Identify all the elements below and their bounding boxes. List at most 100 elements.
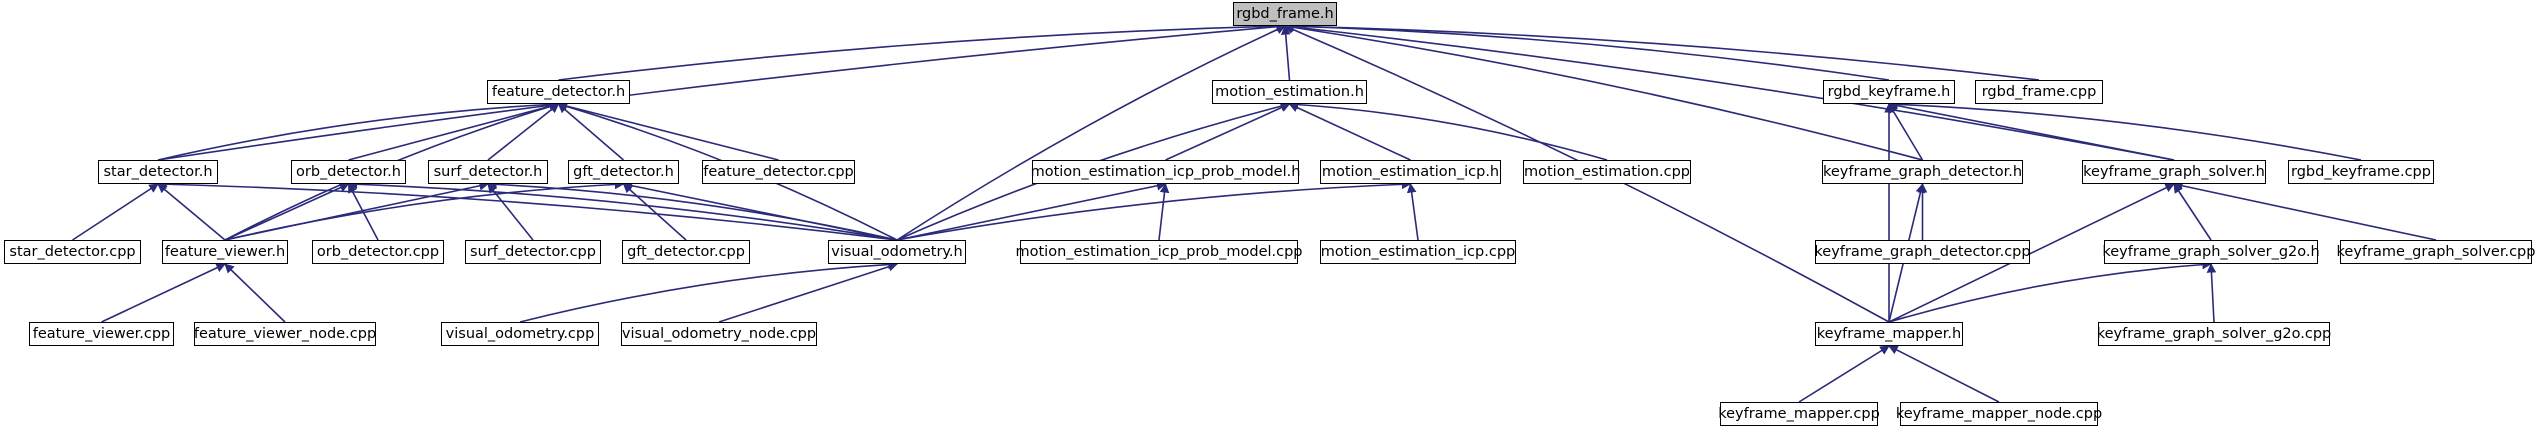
graph-edge: [2173, 183, 2212, 241]
graph-edge: [1280, 25, 1291, 81]
graph-edge: [557, 103, 625, 161]
graph-node-feature-viewer-cpp[interactable]: feature_viewer.cpp: [29, 322, 174, 346]
graph-edge: [72, 183, 159, 241]
graph-node-label: motion_estimation_icp.cpp: [1320, 243, 1516, 260]
graph-edge: [1165, 103, 1291, 161]
graph-node-label: surf_detector.h: [433, 163, 543, 180]
graph-edge: [101, 263, 226, 323]
graph-edge: [487, 183, 534, 241]
graph-edge: [1798, 345, 1890, 403]
graph-node-label: gft_detector.h: [573, 163, 674, 180]
graph-node-keyframe-graph-solver-g2o-cpp[interactable]: keyframe_graph_solver_g2o.cpp: [2096, 322, 2332, 346]
graph-node-orb-detector-cpp[interactable]: orb_detector.cpp: [312, 240, 444, 264]
graph-node-rgbd-keyframe-cpp[interactable]: rgbd_keyframe.cpp: [2288, 160, 2434, 184]
graph-node-keyframe-mapper-h[interactable]: keyframe_mapper.h: [1815, 322, 1963, 346]
graph-node-label: motion_estimation.cpp: [1524, 163, 1690, 180]
graph-node-keyframe-mapper-node-cpp[interactable]: keyframe_mapper_node.cpp: [1896, 402, 2102, 426]
graph-node-label: rgbd_frame.cpp: [1981, 83, 2097, 100]
graph-edge: [2173, 181, 2437, 241]
graph-node-feature-viewer-h[interactable]: feature_viewer.h: [162, 240, 288, 264]
graph-edge: [224, 263, 286, 323]
graph-edge: [896, 181, 1167, 241]
graph-edge: [347, 179, 898, 241]
graph-node-gft-detector-h[interactable]: gft_detector.h: [568, 160, 679, 184]
graph-node-rgbd-frame-h[interactable]: rgbd_frame.h: [1233, 2, 1337, 26]
graph-node-label: keyframe_graph_solver_g2o.cpp: [2096, 325, 2332, 342]
graph-node-star-detector-h[interactable]: star_detector.h: [98, 160, 218, 184]
graph-edge: [622, 183, 687, 241]
graph-node-visual-odometry-h[interactable]: visual_odometry.h: [828, 240, 966, 264]
graph-edge: [157, 21, 1286, 161]
graph-node-label: keyframe_mapper_node.cpp: [1895, 405, 2103, 422]
graph-edge: [224, 179, 625, 241]
graph-node-label: visual_odometry_node.cpp: [621, 325, 817, 342]
graph-node-label: orb_detector.h: [296, 163, 401, 180]
graph-node-label: keyframe_graph_detector.h: [1823, 163, 2023, 180]
graph-node-label: star_detector.cpp: [9, 243, 136, 260]
graph-node-visual-odometry-cpp[interactable]: visual_odometry.cpp: [441, 322, 599, 346]
graph-node-motion-estimation-icp-h[interactable]: motion_estimation_icp.h: [1320, 160, 1501, 184]
graph-node-label: visual_odometry.h: [831, 243, 963, 260]
graph-edge: [2206, 263, 2217, 323]
graph-node-label: star_detector.h: [103, 163, 213, 180]
graph-node-surf-detector-cpp[interactable]: surf_detector.cpp: [465, 240, 601, 264]
graph-node-motion-estimation-icp-cpp[interactable]: motion_estimation_icp.cpp: [1320, 240, 1516, 264]
graph-node-label: orb_detector.cpp: [316, 243, 440, 260]
graph-edge: [1888, 103, 1924, 161]
graph-edge: [224, 181, 489, 241]
graph-edge: [224, 183, 350, 241]
graph-node-orb-detector-h[interactable]: orb_detector.h: [291, 160, 406, 184]
graph-node-label: rgbd_keyframe.h: [1827, 83, 1951, 100]
graph-edge: [487, 103, 560, 161]
graph-edge: [718, 262, 898, 323]
graph-node-label: keyframe_graph_solver.h: [2083, 163, 2265, 180]
graph-node-feature-viewer-node-cpp[interactable]: feature_viewer_node.cpp: [194, 322, 376, 346]
graph-edge: [896, 179, 1412, 241]
graph-node-label: visual_odometry.cpp: [445, 325, 595, 342]
graph-edge: [896, 25, 1286, 241]
graph-node-label: keyframe_mapper.h: [1816, 325, 1962, 342]
graph-edge: [157, 99, 560, 161]
graph-node-keyframe-graph-solver-cpp[interactable]: keyframe_graph_solver.cpp: [2337, 240, 2535, 264]
graph-node-rgbd-frame-cpp[interactable]: rgbd_frame.cpp: [1975, 80, 2103, 104]
graph-edge: [157, 183, 226, 241]
graph-node-motion-estimation-icp-prob-model-h[interactable]: motion_estimation_icp_prob_model.h: [1031, 160, 1300, 184]
graph-node-motion-estimation-icp-prob-model-cpp[interactable]: motion_estimation_icp_prob_model.cpp: [1016, 240, 1303, 264]
graph-node-visual-odometry-node-cpp[interactable]: visual_odometry_node.cpp: [621, 322, 817, 346]
graph-node-motion-estimation-cpp[interactable]: motion_estimation.cpp: [1523, 160, 1691, 184]
graph-node-surf-detector-h[interactable]: surf_detector.h: [428, 160, 548, 184]
graph-node-label: motion_estimation_icp.h: [1321, 163, 1500, 180]
graph-edge: [348, 101, 560, 161]
graph-node-label: rgbd_keyframe.cpp: [2291, 163, 2431, 180]
graph-node-keyframe-graph-solver-g2o-h[interactable]: keyframe_graph_solver_g2o.h: [2102, 240, 2320, 264]
graph-edge: [557, 101, 779, 161]
graph-edge: [558, 21, 1286, 81]
graph-edge: [157, 179, 898, 241]
graph-node-label: keyframe_graph_solver_g2o.h: [2102, 243, 2320, 260]
graph-edge: [1888, 100, 2175, 161]
graph-edge: [622, 181, 898, 241]
graph-node-keyframe-graph-detector-h[interactable]: keyframe_graph_detector.h: [1822, 160, 2023, 184]
graph-node-star-detector-cpp[interactable]: star_detector.cpp: [4, 240, 141, 264]
graph-edge: [1888, 259, 2212, 323]
graph-edge: [1284, 21, 1890, 81]
graph-edge: [1158, 183, 1170, 241]
graph-node-label: motion_estimation.h: [1215, 83, 1364, 100]
graph-node-keyframe-graph-detector-cpp[interactable]: keyframe_graph_detector.cpp: [1814, 240, 2031, 264]
graph-edge: [347, 183, 379, 241]
graph-node-motion-estimation-h[interactable]: motion_estimation.h: [1212, 80, 1367, 104]
graph-node-label: keyframe_mapper.cpp: [1718, 405, 1880, 422]
graph-node-rgbd-keyframe-h[interactable]: rgbd_keyframe.h: [1823, 80, 1955, 104]
graph-node-label: feature_detector.h: [491, 83, 626, 100]
graph-node-label: rgbd_frame.h: [1236, 5, 1334, 22]
graph-edge: [1288, 99, 1608, 161]
graph-node-feature-detector-h[interactable]: feature_detector.h: [487, 80, 630, 104]
graph-node-keyframe-graph-solver-h[interactable]: keyframe_graph_solver.h: [2082, 160, 2266, 184]
graph-edge: [1888, 345, 2000, 403]
graph-node-label: keyframe_graph_detector.cpp: [1814, 243, 2031, 260]
graph-node-keyframe-mapper-cpp[interactable]: keyframe_mapper.cpp: [1718, 402, 1880, 426]
graph-node-gft-detector-cpp[interactable]: gft_detector.cpp: [622, 240, 750, 264]
graph-node-feature-detector-cpp[interactable]: feature_detector.cpp: [702, 160, 855, 184]
